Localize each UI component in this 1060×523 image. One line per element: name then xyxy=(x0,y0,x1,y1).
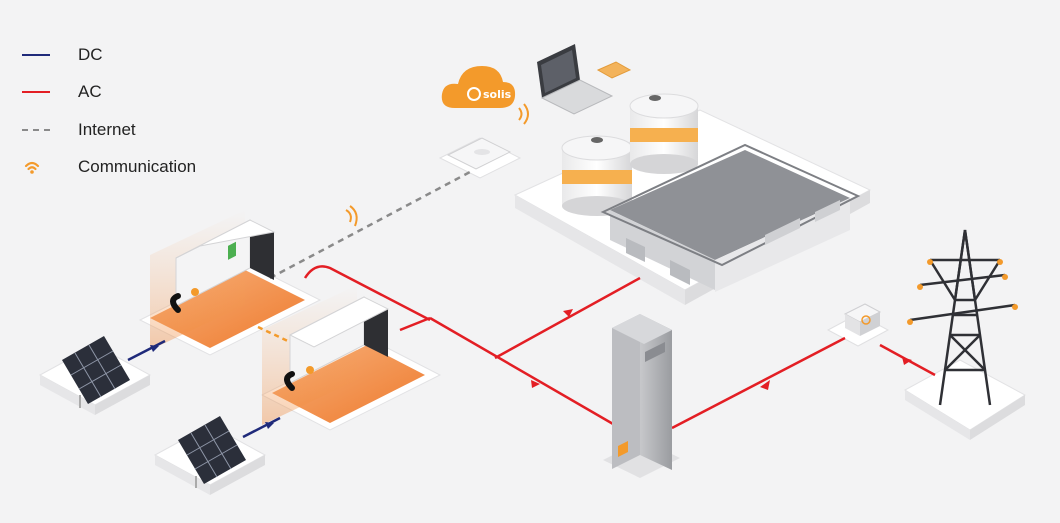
legend-label-communication: Communication xyxy=(78,157,197,177)
inverter-1 xyxy=(170,219,276,313)
legend-label-internet: Internet xyxy=(78,119,136,139)
ac-lines xyxy=(303,265,936,430)
cloud-icon: solis xyxy=(441,66,516,108)
transmission-tower xyxy=(909,229,1016,406)
phone-icon xyxy=(596,61,632,79)
solar-panel-2 xyxy=(178,416,246,488)
energy-meter xyxy=(843,303,882,336)
legend-item-communication: Communication xyxy=(22,149,196,187)
inverter-comm-link xyxy=(257,325,293,345)
inverter-2 xyxy=(284,296,390,391)
factory-building xyxy=(600,143,861,292)
internet-link xyxy=(269,170,471,280)
legend: DC AC Internet Communication xyxy=(22,36,196,186)
legend-label-ac: AC xyxy=(78,82,102,102)
cloud-brand-text: solis xyxy=(483,88,512,101)
laptop-icon xyxy=(537,44,614,115)
solar-panel-1 xyxy=(62,336,130,408)
dc-lines xyxy=(127,339,281,439)
legend-label-dc: DC xyxy=(78,44,103,64)
legend-item-dc: DC xyxy=(22,36,196,74)
internet-dash-icon xyxy=(22,123,50,137)
ac-arrows xyxy=(531,309,912,390)
cloud-wifi-icon xyxy=(518,103,529,125)
wifi-icon xyxy=(22,160,50,175)
router xyxy=(446,137,512,170)
tower-insulators xyxy=(907,259,1018,325)
storage-tank-1 xyxy=(561,135,633,216)
legend-item-ac: AC xyxy=(22,74,196,112)
distribution-cabinet xyxy=(603,314,680,478)
dc-line-icon xyxy=(22,48,50,62)
storage-tank-2 xyxy=(629,93,699,174)
inverter-wifi-icon xyxy=(345,205,358,227)
legend-item-internet: Internet xyxy=(22,111,196,149)
ac-line-icon xyxy=(22,85,50,99)
